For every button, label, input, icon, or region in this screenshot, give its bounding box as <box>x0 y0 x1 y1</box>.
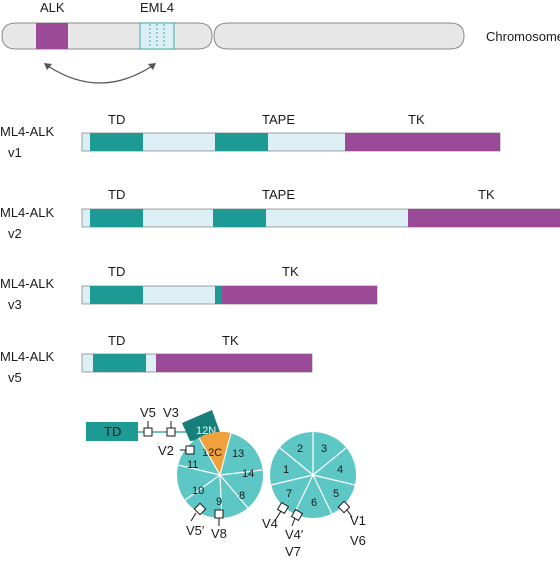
bp-v1-box <box>337 500 351 514</box>
td-box-label: TD <box>104 424 121 439</box>
blade-number: 3 <box>321 443 327 455</box>
blade-number: 11 <box>187 459 198 471</box>
alk-label: ALK <box>40 0 65 15</box>
variant-v3: ML4-ALK v3 TD TK <box>0 264 378 312</box>
variant-name: ML4-ALK <box>0 276 55 291</box>
blade-number: 8 <box>239 490 245 502</box>
blade-number: 10 <box>192 485 204 497</box>
td-domain <box>90 209 143 227</box>
td-label: TD <box>108 264 125 279</box>
propeller-wheel-1: 12C 13 14 8 9 10 11 <box>177 431 263 519</box>
breakpoints <box>143 421 353 527</box>
blade-divider <box>177 464 221 476</box>
blade-divider <box>293 474 314 515</box>
tape-label: TAPE <box>262 112 295 127</box>
variant-name: ML4-ALK <box>0 205 55 220</box>
tape-domain <box>213 209 266 227</box>
bp-v4p-tick <box>291 517 296 527</box>
propeller-wheel-2: 1 2 3 4 5 6 7 <box>270 432 356 518</box>
tk-domain <box>345 133 500 151</box>
blade-number: 1 <box>283 464 289 476</box>
td-box <box>86 422 138 441</box>
bp-v5p-tick <box>190 512 197 522</box>
bp-v8-label: V8 <box>211 526 227 541</box>
bp-v8-box <box>214 509 224 519</box>
variant-id: v3 <box>8 297 22 312</box>
bp-v5-label: V5 <box>140 405 156 420</box>
bp-v2-label: V2 <box>158 443 174 458</box>
td-domain <box>93 354 146 372</box>
variant-id: v5 <box>8 370 22 385</box>
bp-v6-label: V6 <box>350 533 366 548</box>
tape-stub <box>215 286 223 304</box>
blade-divider <box>219 474 249 509</box>
variant-id: v1 <box>8 145 22 160</box>
inversion-arrowhead-left <box>44 63 52 70</box>
blade-number: 9 <box>216 496 222 508</box>
blade-divider <box>270 474 314 486</box>
blade-divider <box>279 447 314 476</box>
blade-number: 4 <box>337 464 343 476</box>
chromosome-label: Chromosome <box>486 29 560 44</box>
variant-id: v2 <box>8 226 22 241</box>
inversion-arrow <box>47 65 153 84</box>
td-label: TD <box>108 187 125 202</box>
blade-number: 14 <box>242 468 254 480</box>
tk-domain <box>156 354 312 372</box>
chromosome: ALK EML4 Chromosome <box>1 0 560 84</box>
blade-number: 5 <box>333 488 339 500</box>
blade-number: 13 <box>232 448 244 460</box>
tk-domain <box>222 286 377 304</box>
blade-number: 2 <box>297 443 303 455</box>
blade-divider <box>312 474 333 515</box>
propeller-detail: TD 12N 12C 13 14 8 9 10 11 <box>86 405 366 559</box>
bp-v5-box <box>143 427 153 437</box>
bp-v1-label: V1 <box>350 513 366 528</box>
td-label: TD <box>108 112 125 127</box>
tk-label: TK <box>282 264 299 279</box>
variant-v5: ML4-ALK v5 TD TK <box>0 333 313 385</box>
chromosome-right-arm <box>213 22 465 50</box>
tk-label: TK <box>222 333 239 348</box>
td-label: TD <box>108 333 125 348</box>
blade-12c <box>199 431 231 475</box>
blade-divider <box>219 432 232 476</box>
td-domain <box>90 133 143 151</box>
bp-v4-tick <box>275 510 282 520</box>
variant-name: ML4-ALK <box>0 349 55 364</box>
td-domain <box>90 286 143 304</box>
blade-divider <box>198 437 221 476</box>
variant-v2: ML4-ALK v2 TD TAPE TK <box>0 187 560 241</box>
variant-v1: ML4-ALK v1 TD TAPE TK <box>0 112 501 160</box>
blade-number: 7 <box>286 488 292 500</box>
bp-v5p-box <box>193 502 207 516</box>
blade-number: 6 <box>311 497 317 509</box>
bp-v1-tick <box>346 509 353 518</box>
tk-label: TK <box>478 187 495 202</box>
bp-v3-box <box>166 427 176 437</box>
tape-label: TAPE <box>262 187 295 202</box>
bp-v4-label: V4 <box>262 516 278 531</box>
blade-12c-label: 12C <box>202 447 222 459</box>
bp-v3-label: V3 <box>163 405 179 420</box>
bp-v2-box <box>185 445 195 455</box>
tk-domain <box>408 209 560 227</box>
tk-label: TK <box>408 112 425 127</box>
blade-divider <box>184 474 221 501</box>
blade-divider <box>312 474 356 486</box>
bp-v7-label: V7 <box>285 544 301 559</box>
bp-v5p-label: V5′ <box>186 523 205 538</box>
eml4-label: EML4 <box>140 0 174 15</box>
chromosome-left-arm <box>1 22 213 50</box>
blade-divider <box>219 469 263 476</box>
tape-domain <box>215 133 268 151</box>
bp-v4p-label: V4′ <box>285 527 304 542</box>
alk-band <box>36 23 68 49</box>
blade-divider <box>312 447 347 476</box>
variant-name: ML4-ALK <box>0 124 55 139</box>
inversion-arrowhead-right <box>148 63 156 70</box>
